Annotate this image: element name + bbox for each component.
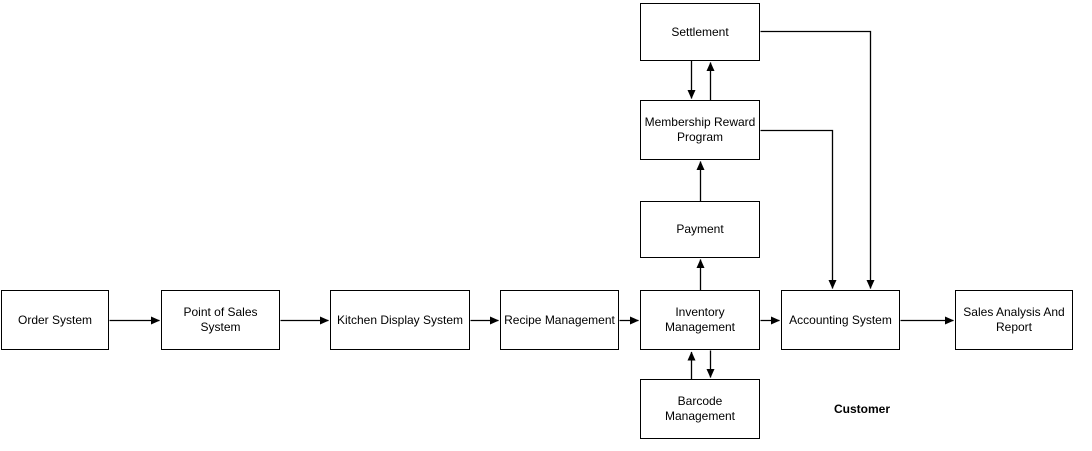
node-barcode-management: Barcode Management — [640, 379, 760, 439]
customer-label: Customer — [834, 402, 891, 416]
node-point-of-sales-system: Point of Sales System — [161, 290, 280, 350]
node-settlement-label: Settlement — [671, 24, 729, 39]
node-membership-reward-program-label: Membership Reward Program — [644, 115, 756, 144]
node-membership-reward-program: Membership Reward Program — [640, 100, 760, 160]
edge-settlement-to-accounting — [760, 30, 875, 289]
node-sales-analysis-report: Sales Analysis And Report — [955, 290, 1073, 350]
node-barcode-management-label: Barcode Management — [664, 394, 736, 423]
node-recipe-management-label: Recipe Management — [504, 312, 615, 327]
node-kitchen-display-system: Kitchen Display System — [330, 290, 470, 350]
node-kitchen-display-system-label: Kitchen Display System — [336, 312, 464, 327]
node-settlement: Settlement — [640, 3, 760, 61]
node-order-system: Order System — [1, 290, 109, 350]
edge-membership-to-accounting — [760, 129, 837, 289]
node-sales-analysis-report-label: Sales Analysis And Report — [963, 305, 1065, 334]
node-inventory-management: Inventory Management — [640, 290, 760, 350]
node-payment-label: Payment — [676, 222, 724, 236]
node-payment: Payment — [640, 201, 760, 258]
node-recipe-management: Recipe Management — [500, 290, 619, 350]
node-accounting-system-label: Accounting System — [789, 312, 892, 327]
node-inventory-management-label: Inventory Management — [664, 305, 736, 334]
node-point-of-sales-system-label: Point of Sales System — [183, 305, 258, 334]
node-accounting-system: Accounting System — [781, 290, 900, 350]
node-order-system-label: Order System — [17, 312, 92, 327]
